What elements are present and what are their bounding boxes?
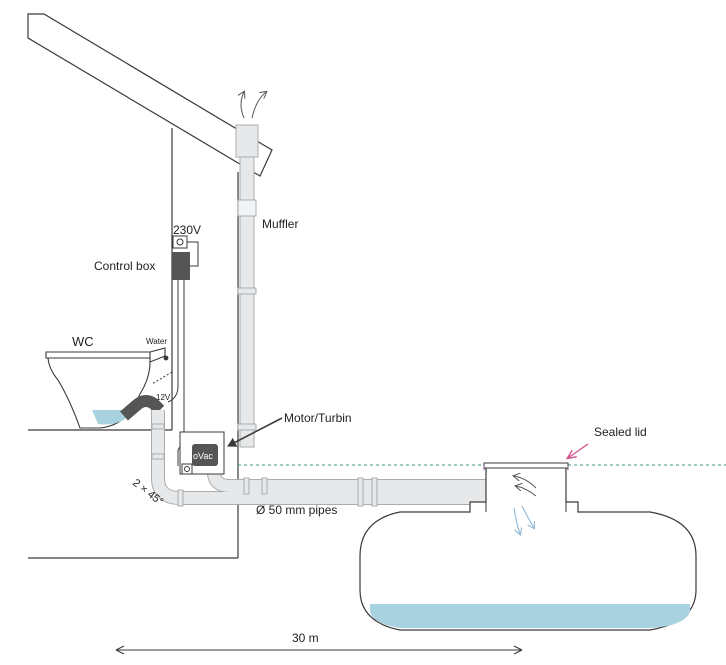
motor-vac-label: oVac: [193, 451, 213, 461]
wc-toilet: [45, 347, 169, 429]
exhaust-arrows-icon: [241, 92, 266, 119]
sealed-lid: [483, 462, 569, 469]
control-box: [172, 252, 190, 280]
voltage-12-label: 12V: [156, 393, 171, 402]
toilet-drain: [120, 395, 165, 421]
sealed-lid-label: Sealed lid: [594, 425, 647, 439]
flow-arrows-icon: [514, 476, 537, 497]
pipes-label: Ø 50 mm pipes: [256, 503, 337, 517]
house: [27, 13, 273, 559]
drip-arrows-icon: [513, 505, 534, 534]
motor-pointer: [227, 417, 283, 447]
distance-label: 30 m: [292, 631, 319, 645]
outlet-icon: [172, 235, 188, 249]
roof: [27, 13, 273, 177]
sealed-lid-pointer: [568, 443, 589, 458]
wc-label: WC: [72, 334, 94, 349]
tank: [359, 462, 697, 631]
control-box-label: Control box: [94, 259, 155, 273]
motor-label: Motor/Turbin: [284, 411, 352, 425]
voltage-230-label: 230V: [173, 223, 201, 237]
muffler-label: Muffler: [262, 217, 298, 231]
distance-dimension: [115, 645, 523, 655]
motor: [192, 444, 218, 466]
water-label: Water: [146, 337, 167, 346]
muffler: [235, 124, 259, 158]
motor-unit: oVac: [179, 431, 225, 475]
vent-pipe: [235, 124, 259, 448]
tank-water: [370, 604, 690, 628]
